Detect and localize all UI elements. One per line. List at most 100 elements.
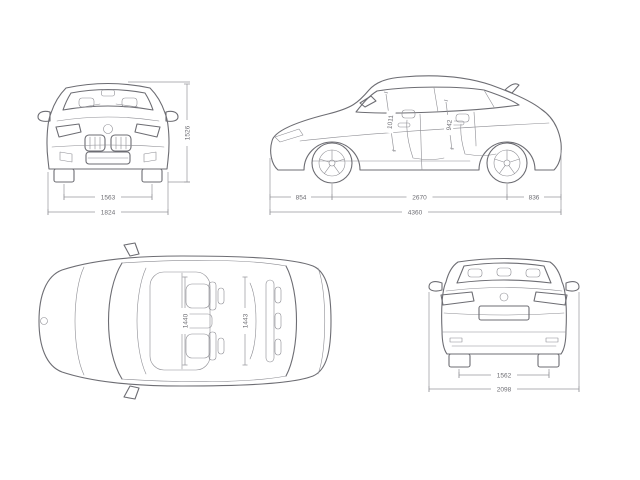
rear-wheel-left — [448, 353, 471, 368]
top-view: 1440 1443 — [38, 242, 332, 400]
front-headlight-left — [55, 123, 82, 138]
rear-headrest-left — [467, 268, 483, 278]
svg-text:1440: 1440 — [182, 313, 189, 328]
svg-text:836: 836 — [529, 194, 540, 201]
side-view: 1011 942 854 2670 836 — [269, 75, 562, 217]
top-hood-line — [74, 266, 85, 376]
front-lower-intake — [85, 151, 131, 165]
front-grille-left — [84, 134, 106, 152]
dim-wheelbase: 2670 — [406, 192, 433, 202]
svg-text:854: 854 — [296, 194, 307, 201]
side-rear-door-line — [473, 111, 477, 147]
side-character-line — [299, 122, 550, 142]
rear-view: 1562 2098 — [428, 257, 580, 394]
rear-wheel-right — [537, 353, 560, 368]
rear-headrest-right — [525, 268, 541, 278]
dim-front-overhang: 854 — [291, 192, 311, 202]
top-cowl-line — [136, 267, 147, 375]
top-front-seat-right — [185, 331, 225, 361]
top-mirror-bottom — [123, 385, 140, 400]
side-body-outline — [270, 75, 562, 171]
front-headlight-right — [134, 123, 161, 138]
rear-taillight-left — [440, 291, 475, 306]
front-side-mirror-right — [165, 110, 179, 122]
top-sunroof — [149, 271, 211, 371]
rear-mirror-left — [428, 281, 443, 292]
top-body-outline — [38, 255, 332, 387]
front-bumper-line — [51, 144, 165, 148]
svg-text:1526: 1526 — [184, 125, 191, 140]
rear-tailgate-line — [443, 312, 565, 316]
svg-text:4360: 4360 — [408, 209, 423, 216]
svg-text:942: 942 — [446, 119, 454, 131]
dim-front-overall-width: 1824 — [95, 207, 121, 217]
front-dimensions: 1563 1824 1526 — [47, 81, 192, 217]
top-windshield-arc — [107, 262, 123, 380]
dim-interior-width-front: 1440 — [180, 308, 190, 334]
svg-text:1011: 1011 — [386, 114, 395, 129]
top-roof-edge-top — [121, 260, 287, 267]
side-dimensions: 1011 942 854 2670 836 — [269, 91, 562, 217]
rear-license-plate — [478, 305, 530, 321]
dim-headroom-front: 1011 — [384, 110, 396, 134]
front-wipers — [77, 103, 139, 109]
side-front-seatback — [406, 119, 445, 160]
rear-window — [456, 262, 552, 284]
front-grille-right — [110, 134, 132, 152]
side-rear-wheel — [486, 142, 528, 184]
rear-dimensions: 1562 2098 — [428, 292, 580, 394]
svg-text:2098: 2098 — [497, 386, 512, 393]
top-roof-edge-bottom — [121, 375, 287, 382]
dim-front-track: 1563 — [95, 192, 121, 202]
top-brand-roundel — [40, 317, 48, 325]
front-grille-slats — [89, 136, 127, 150]
dim-headroom-rear: 942 — [443, 114, 455, 136]
front-brand-roundel — [103, 124, 113, 134]
dim-rear-overhang: 836 — [524, 192, 544, 202]
front-headrest-left — [78, 97, 95, 108]
dim-front-height: 1526 — [182, 120, 192, 146]
top-rear-window-arc — [285, 265, 297, 377]
rear-reflector-right — [545, 337, 559, 343]
side-c-pillar — [483, 89, 495, 108]
dim-interior-width-rear: 1443 — [240, 308, 250, 334]
side-front-headrest — [401, 109, 416, 119]
rear-shoulder-line — [445, 287, 563, 292]
side-door-handle-front — [397, 122, 411, 128]
svg-text:1824: 1824 — [101, 209, 116, 216]
front-body-outline — [46, 82, 170, 170]
svg-text:2670: 2670 — [412, 194, 427, 201]
svg-text:1443: 1443 — [242, 313, 249, 328]
top-front-seat-left — [185, 281, 225, 311]
front-side-intake-right — [143, 151, 157, 163]
front-side-intake-left — [59, 151, 73, 163]
svg-text:1562: 1562 — [497, 372, 512, 379]
rear-headrest-center — [496, 267, 512, 277]
side-front-wheel — [311, 142, 353, 184]
side-mirror — [359, 95, 377, 108]
dim-rear-track: 1562 — [491, 370, 517, 380]
rear-taillight-right — [533, 291, 568, 306]
side-b-pillar — [433, 87, 439, 113]
front-view: 1563 1824 1526 — [37, 81, 192, 217]
front-side-mirror-left — [37, 110, 51, 122]
rear-reflector-left — [449, 337, 463, 343]
front-hood-line — [56, 116, 160, 122]
side-antenna-fin — [504, 83, 520, 94]
front-windshield — [62, 88, 154, 111]
front-rearview-mirror — [101, 89, 115, 97]
rear-brand-roundel — [499, 292, 509, 302]
dim-overall-length: 4360 — [402, 207, 428, 217]
svg-text:1563: 1563 — [101, 194, 116, 201]
front-wheel-right — [141, 168, 163, 183]
top-dimensions: 1440 1443 — [180, 276, 250, 366]
top-mirror-top — [123, 242, 140, 257]
top-rear-bench — [249, 279, 282, 363]
top-tailgate-line — [317, 267, 325, 375]
rear-mirror-right — [565, 281, 580, 292]
side-rear-headrest — [455, 113, 470, 123]
dim-rear-width-mirrors: 2098 — [491, 384, 517, 394]
side-headlight — [274, 128, 304, 143]
